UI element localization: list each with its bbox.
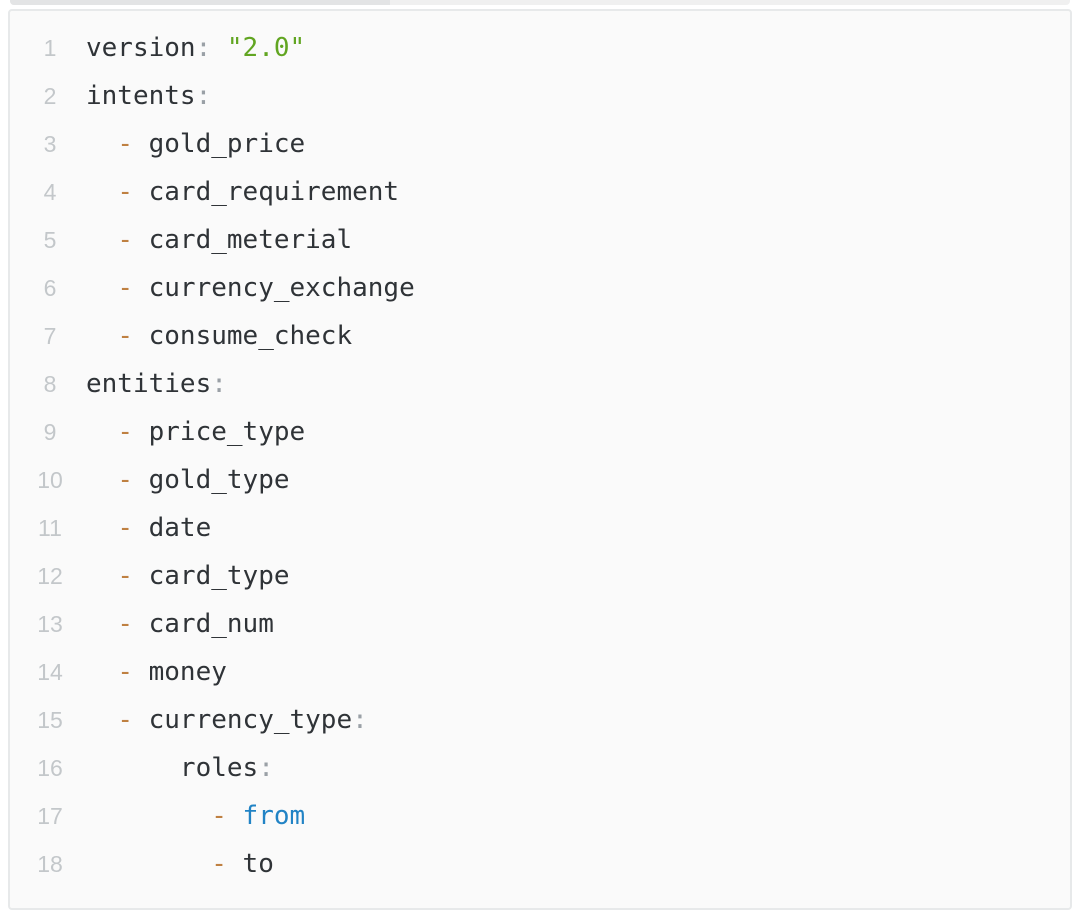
- line-number: 10: [37, 467, 63, 493]
- line-number: 12: [37, 563, 63, 589]
- code-line: 7 - consume_check: [22, 312, 1070, 360]
- code-line: 17 - from: [22, 792, 1070, 840]
- code-text: roles:: [86, 753, 274, 783]
- line-number: 9: [43, 419, 57, 445]
- code-line: 6 - currency_exchange: [22, 264, 1070, 312]
- line-number: 15: [37, 707, 63, 733]
- line-number: 8: [43, 371, 57, 397]
- code-line: 1 version: "2.0": [22, 24, 1070, 72]
- code-line: 4 - card_requirement: [22, 168, 1070, 216]
- code-line: 11 - date: [22, 504, 1070, 552]
- cropped-element-above-segment: [10, 0, 390, 5]
- code-line: 13 - card_num: [22, 600, 1070, 648]
- line-number: 17: [37, 803, 63, 829]
- code-text: - card_meterial: [117, 225, 353, 255]
- cropped-element-above: [10, 0, 1070, 5]
- line-number: 14: [37, 659, 63, 685]
- code-text: - price_type: [117, 417, 306, 447]
- code-line: 9 - price_type: [22, 408, 1070, 456]
- line-number: 11: [38, 515, 62, 541]
- code-text: - card_num: [117, 609, 274, 639]
- code-line: 15 - currency_type:: [22, 696, 1070, 744]
- code-line: 2 intents:: [22, 72, 1070, 120]
- code-line: 12 - card_type: [22, 552, 1070, 600]
- line-number: 18: [37, 851, 63, 877]
- code-text: intents:: [86, 81, 212, 111]
- code-text: version: "2.0": [86, 33, 306, 63]
- line-number: 16: [37, 755, 63, 781]
- line-number: 3: [43, 131, 57, 157]
- code-text: - card_type: [117, 561, 290, 591]
- line-number: 4: [43, 179, 57, 205]
- line-number: 7: [43, 323, 57, 349]
- code-line: 5 - card_meterial: [22, 216, 1070, 264]
- code-text: - to: [211, 849, 274, 879]
- code-text: - from: [211, 801, 306, 831]
- line-number: 6: [43, 275, 57, 301]
- line-number: 2: [43, 83, 57, 109]
- code-text: - currency_exchange: [117, 273, 415, 303]
- code-line: 16 roles:: [22, 744, 1070, 792]
- code-line: 8 entities:: [22, 360, 1070, 408]
- code-text: - gold_price: [117, 129, 306, 159]
- code-line: 3 - gold_price: [22, 120, 1070, 168]
- code-text: - date: [117, 513, 212, 543]
- code-text: - currency_type:: [117, 705, 368, 735]
- code-line: 18 - to: [22, 840, 1070, 888]
- code-text: - consume_check: [117, 321, 353, 351]
- code-line: 10 - gold_type: [22, 456, 1070, 504]
- line-number: 1: [43, 35, 57, 61]
- line-number: 13: [37, 611, 63, 637]
- code-text: - card_requirement: [117, 177, 400, 207]
- code-text: entities:: [86, 369, 227, 399]
- code-text: - gold_type: [117, 465, 290, 495]
- code-text: - money: [117, 657, 227, 687]
- line-number: 5: [43, 227, 57, 253]
- code-line: 14 - money: [22, 648, 1070, 696]
